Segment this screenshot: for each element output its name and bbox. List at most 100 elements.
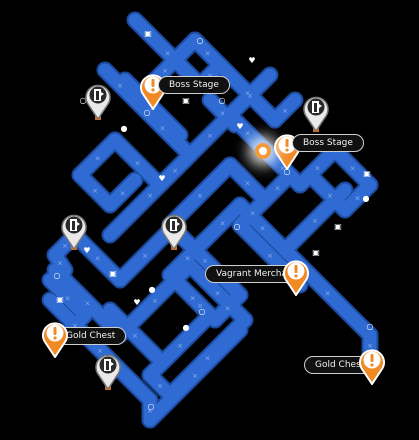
- cross-tile-icon: ×: [192, 372, 198, 380]
- exclamation-icon: [283, 260, 309, 296]
- ring-tile-icon: ○: [219, 96, 226, 105]
- path-corridor[interactable]: [43, 273, 92, 322]
- path-corridor[interactable]: [73, 133, 122, 182]
- path-corridor[interactable]: [163, 158, 237, 232]
- ring-tile-icon: ○: [148, 402, 155, 411]
- door-marker[interactable]: [93, 350, 123, 390]
- cross-tile-icon: ×: [367, 342, 373, 350]
- path-corridor[interactable]: [183, 288, 217, 322]
- door-marker[interactable]: [59, 210, 89, 250]
- chest-tile-icon: ▣: [312, 248, 320, 257]
- chest-tile-icon: ▣: [363, 169, 371, 178]
- cross-tile-icon: ×: [152, 297, 158, 305]
- path-corridor[interactable]: [163, 233, 212, 282]
- path-corridor[interactable]: [278, 183, 352, 257]
- cross-tile-icon: ×: [95, 155, 101, 163]
- heart-tile-icon: ♥: [236, 122, 243, 131]
- player-position-icon: [255, 143, 271, 159]
- door-icon: [61, 214, 87, 250]
- cross-tile-icon: ×: [220, 220, 226, 228]
- path-corridor[interactable]: [223, 158, 272, 207]
- path-corridor[interactable]: [73, 168, 117, 212]
- gold-chest-label: Gold Chest: [304, 356, 376, 374]
- cross-tile-icon: ×: [282, 107, 288, 115]
- ring-tile-icon: ○: [367, 322, 374, 331]
- path-corridor[interactable]: [233, 193, 272, 232]
- path-corridor[interactable]: [98, 63, 142, 107]
- cross-tile-icon: ×: [147, 407, 153, 415]
- door-marker[interactable]: [83, 80, 113, 120]
- door-marker[interactable]: [301, 92, 331, 132]
- cross-tile-icon: ×: [132, 332, 138, 340]
- cross-tile-icon: ×: [162, 67, 168, 75]
- door-icon: [161, 214, 187, 250]
- cross-tile-icon: ×: [275, 185, 281, 193]
- cross-tile-icon: ×: [65, 295, 71, 303]
- cross-tile-icon: ×: [215, 290, 221, 298]
- cross-tile-icon: ×: [250, 210, 256, 218]
- cross-tile-icon: ×: [177, 342, 183, 350]
- path-corridor[interactable]: [103, 303, 167, 367]
- cross-tile-icon: ×: [260, 225, 266, 233]
- cross-tile-icon: ×: [245, 90, 251, 98]
- vagrant-merchant-label: Vagrant Merchant: [205, 265, 308, 283]
- path-corridor[interactable]: [113, 223, 177, 287]
- door-marker[interactable]: [159, 210, 189, 250]
- vagrant-merchant-marker[interactable]: [281, 256, 311, 296]
- path-corridor[interactable]: [328, 143, 377, 192]
- path-corridor[interactable]: [143, 323, 247, 427]
- cross-tile-icon: ×: [245, 180, 251, 188]
- ring-tile-icon: ○: [234, 222, 241, 231]
- ring-tile-icon: ○: [197, 36, 204, 45]
- path-corridor[interactable]: [223, 68, 277, 122]
- path-corridor[interactable]: [108, 133, 167, 192]
- cross-tile-icon: ×: [165, 50, 171, 58]
- path-corridor[interactable]: [128, 93, 197, 162]
- fruit-tile-icon: ●: [183, 323, 190, 332]
- cross-tile-icon: ×: [120, 190, 126, 198]
- path-corridor[interactable]: [48, 263, 127, 342]
- path-corridor[interactable]: [128, 13, 207, 92]
- path-corridor[interactable]: [268, 93, 302, 127]
- gold-chest-marker[interactable]: [357, 345, 387, 385]
- path-corridor[interactable]: [68, 228, 127, 287]
- cross-tile-icon: ×: [197, 302, 203, 310]
- fruit-tile-icon: ●: [149, 285, 156, 294]
- path-corridor[interactable]: [203, 93, 242, 132]
- door-icon: [85, 84, 111, 120]
- cross-tile-icon: ×: [147, 192, 153, 200]
- path-corridor[interactable]: [308, 173, 352, 217]
- boss-stage-label: Boss Stage: [158, 76, 230, 94]
- cross-tile-icon: ×: [62, 242, 68, 250]
- cross-tile-icon: ×: [327, 192, 333, 200]
- cross-tile-icon: ×: [185, 255, 191, 263]
- ring-tile-icon: ○: [54, 271, 61, 280]
- cross-tile-icon: ×: [205, 50, 211, 58]
- path-corridor[interactable]: [103, 173, 142, 212]
- exclamation-icon: [359, 349, 385, 385]
- path-corridor[interactable]: [43, 293, 157, 407]
- path-corridor[interactable]: [198, 198, 247, 247]
- chest-tile-icon: ▣: [56, 295, 64, 304]
- path-corridor[interactable]: [183, 258, 252, 327]
- cross-tile-icon: ×: [245, 130, 251, 138]
- door-icon: [303, 96, 329, 132]
- cross-tile-icon: ×: [85, 300, 91, 308]
- cross-tile-icon: ×: [207, 132, 213, 140]
- cross-tile-icon: ×: [92, 187, 98, 195]
- path-corridor[interactable]: [153, 148, 197, 192]
- cross-tile-icon: ×: [97, 347, 103, 355]
- exclamation-icon: [42, 322, 68, 358]
- cross-tile-icon: ×: [202, 257, 208, 265]
- cross-tile-icon: ×: [350, 165, 356, 173]
- gold-chest-marker[interactable]: [40, 318, 70, 358]
- ring-tile-icon: ○: [199, 307, 206, 316]
- path-corridor[interactable]: [293, 143, 342, 192]
- cross-tile-icon: ×: [190, 295, 196, 303]
- fruit-tile-icon: ●: [121, 124, 128, 133]
- cross-tile-icon: ×: [72, 322, 78, 330]
- cross-tile-icon: ×: [267, 252, 273, 260]
- path-segments: [41, 11, 379, 429]
- path-corridor[interactable]: [48, 248, 72, 277]
